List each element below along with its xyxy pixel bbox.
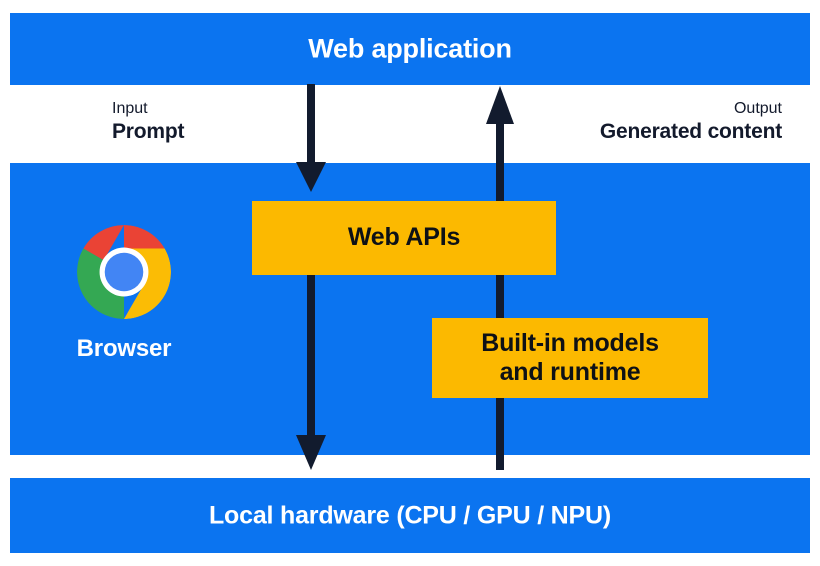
chrome-logo-icon	[77, 225, 171, 319]
io-input-group: Input Prompt	[112, 99, 185, 144]
box-web-apis[interactable]: Web APIs	[252, 201, 556, 275]
io-output-kind: Output	[733, 100, 782, 117]
band-web-application: Web application	[10, 13, 810, 85]
arrow-up-icon	[486, 86, 514, 470]
io-input-kind: Input	[112, 100, 148, 117]
box-builtin-models[interactable]: Built-in models and runtime	[432, 318, 708, 398]
io-input-value: Prompt	[112, 119, 185, 143]
arrow-down-icon	[296, 84, 326, 192]
box-builtin-models-line1: Built-in models	[481, 328, 659, 357]
io-output-group: Output Generated content	[600, 99, 782, 144]
arrow-down-icon	[296, 270, 326, 470]
browser-label: Browser	[76, 335, 172, 362]
browser-block: Browser	[56, 225, 192, 363]
box-builtin-models-line2: and runtime	[499, 358, 641, 386]
box-builtin-models-label: Built-in models and runtime	[481, 329, 659, 388]
box-web-apis-label: Web APIs	[347, 223, 461, 252]
io-output-value: Generated content	[599, 119, 782, 143]
band-local-hardware: Local hardware (CPU / GPU / NPU)	[10, 478, 810, 553]
band-local-hardware-label: Local hardware (CPU / GPU / NPU)	[208, 501, 611, 529]
band-web-application-label: Web application	[308, 33, 512, 64]
